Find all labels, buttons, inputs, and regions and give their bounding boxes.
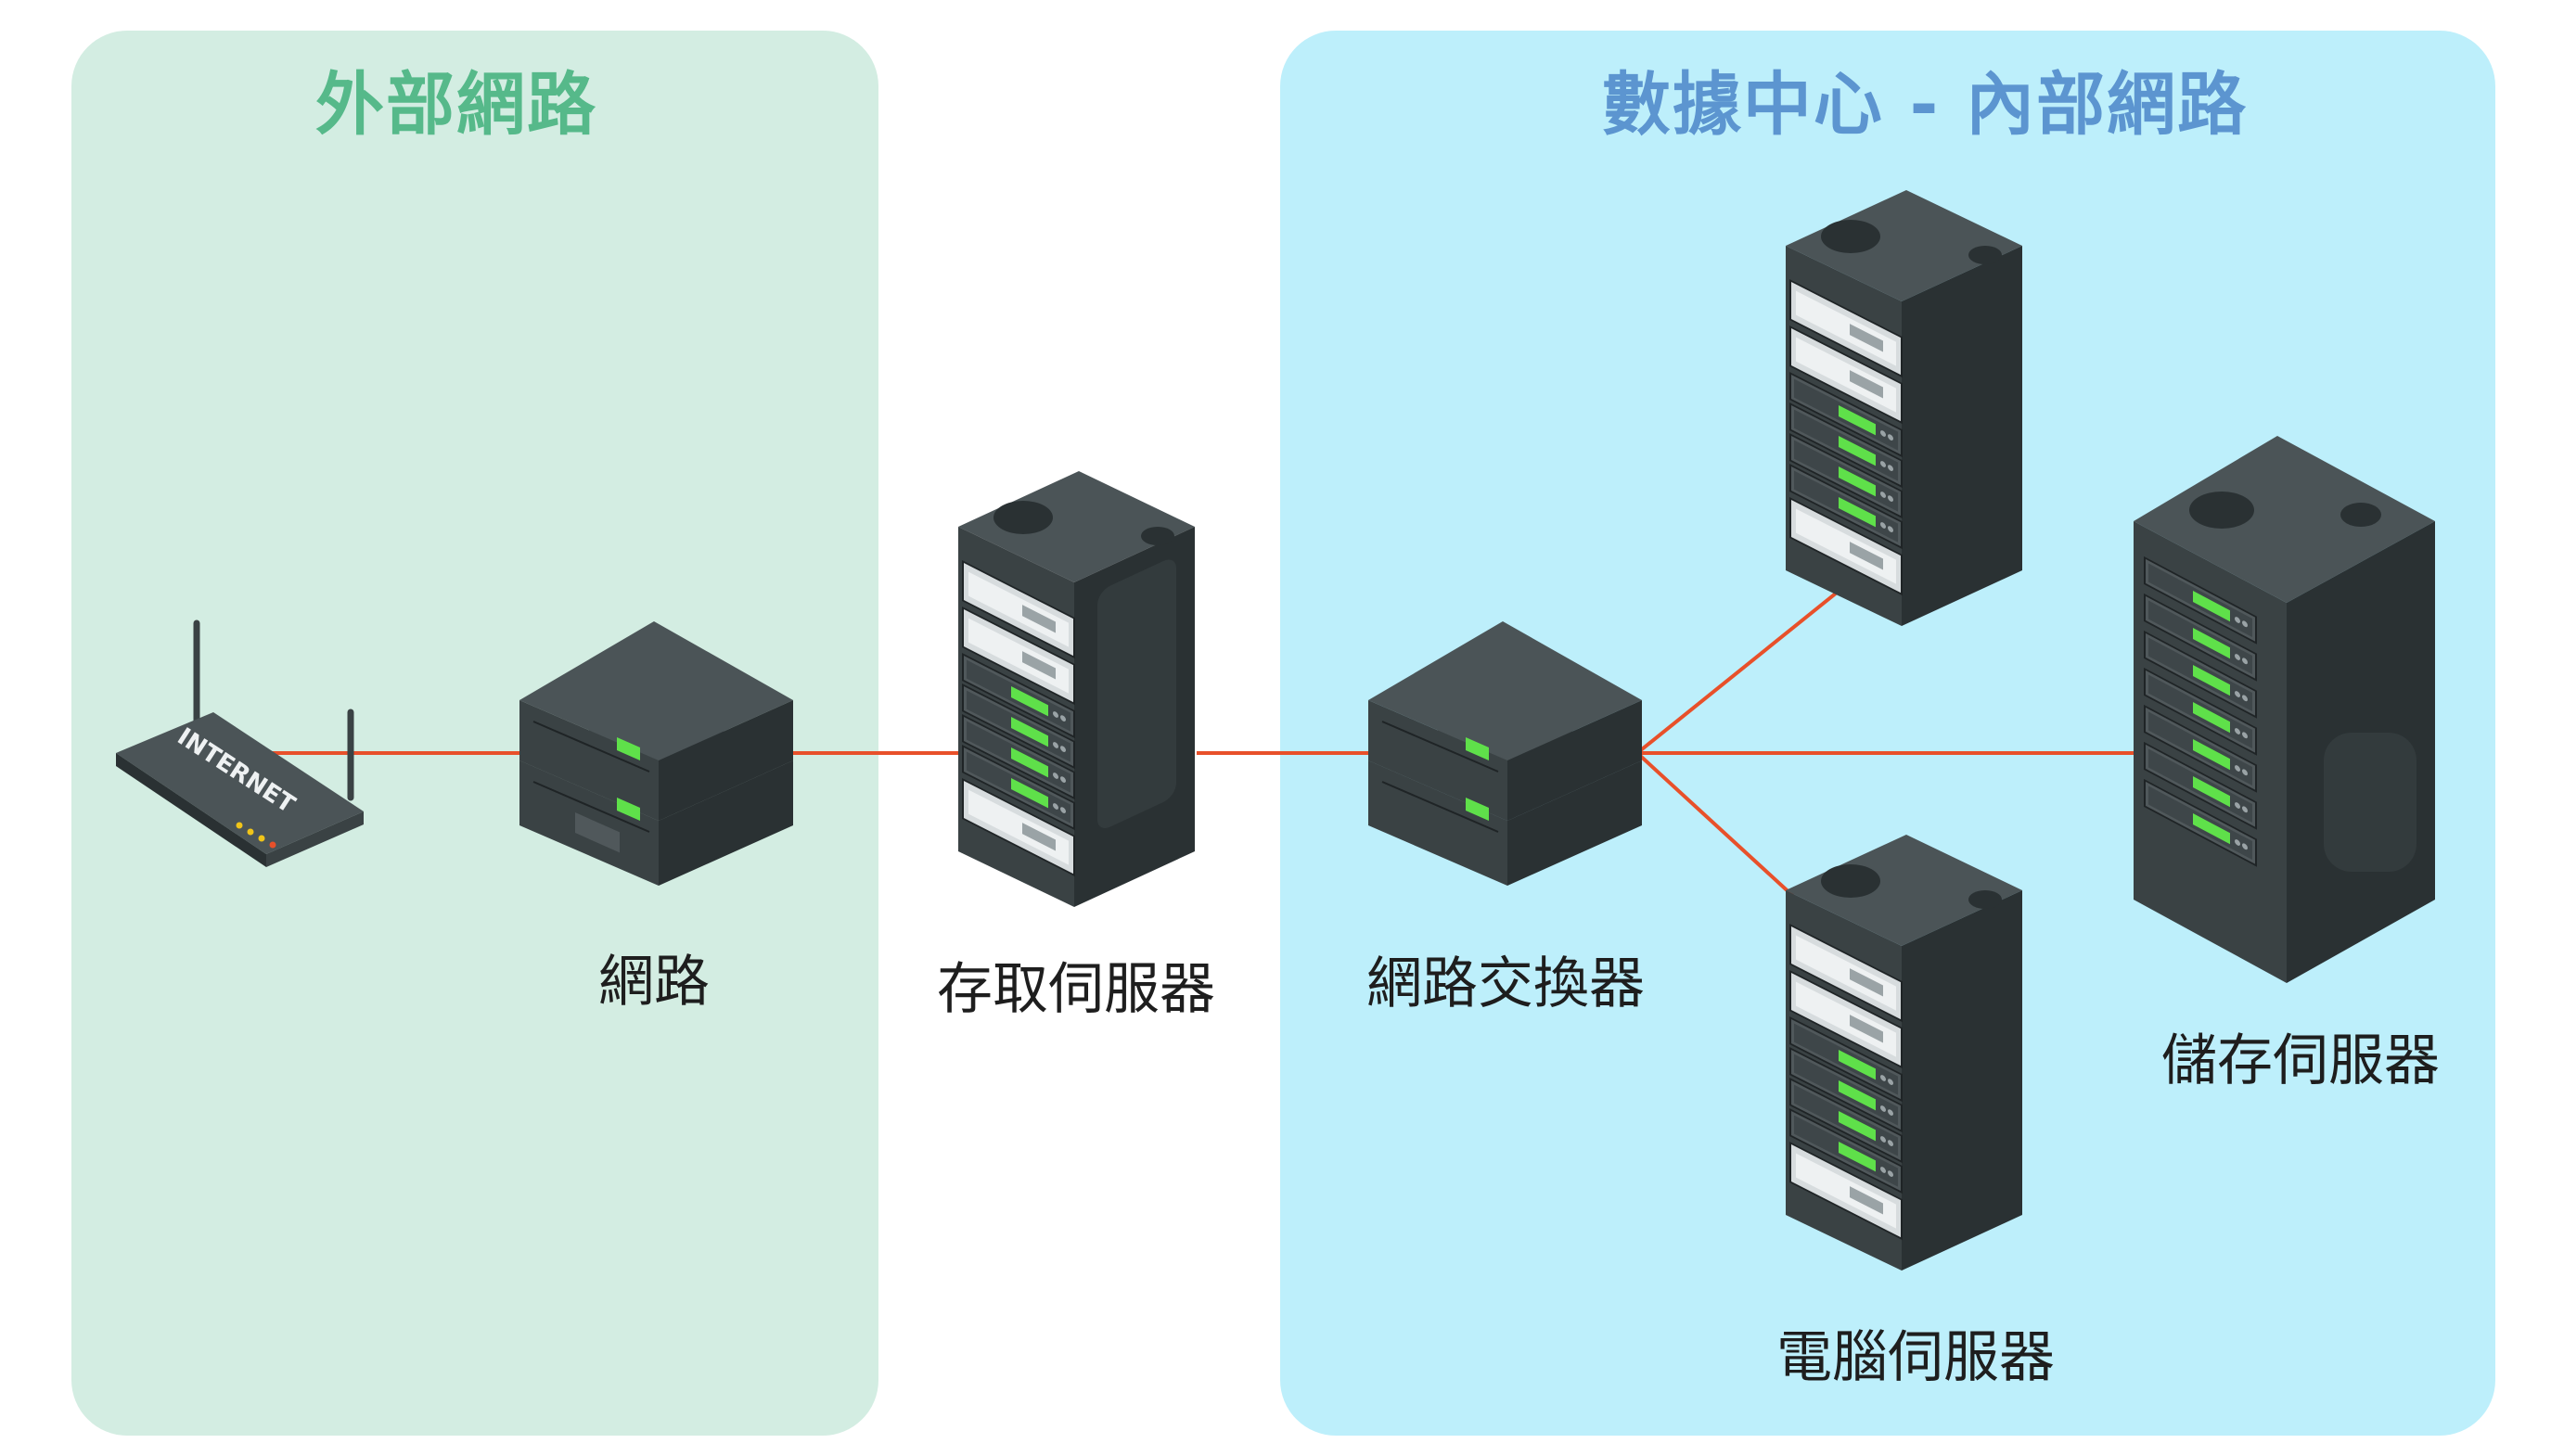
access-server-label: 存取伺服器 xyxy=(937,957,1215,1022)
internet-router-icon: INTERNET xyxy=(116,619,364,867)
link-switch-computer-server xyxy=(1635,751,1797,900)
switch-label: 網路交換器 xyxy=(1366,952,1645,1016)
network-box-icon xyxy=(519,621,793,886)
top-server-rack-icon xyxy=(1786,190,2022,626)
computer-server-label: 電腦伺服器 xyxy=(1776,1325,2055,1390)
storage-server-icon xyxy=(2134,436,2435,983)
access-server-rack-icon xyxy=(958,471,1195,907)
storage-server-label: 儲存伺服器 xyxy=(2161,1028,2440,1093)
connection-links xyxy=(269,587,2143,900)
link-switch-top-server xyxy=(1635,587,1843,755)
external-network-title: 外部網路 xyxy=(315,65,597,145)
computer-server-rack-icon xyxy=(1786,835,2022,1271)
datacenter-internal-title: 數據中心 - 內部網路 xyxy=(1601,65,2249,145)
network-label: 網路 xyxy=(598,950,710,1015)
network-switch-icon xyxy=(1368,621,1642,886)
